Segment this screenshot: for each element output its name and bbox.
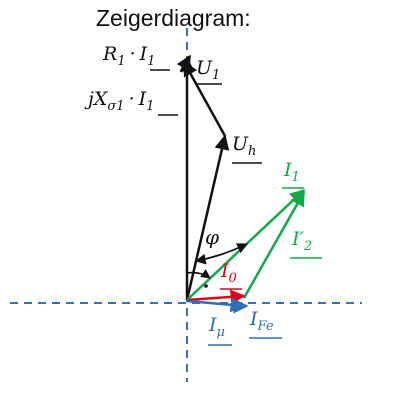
jx-i1-phasor: [182, 60, 227, 137]
svg-text:Uh: Uh: [232, 133, 256, 159]
svg-text:Iμ: Iμ: [208, 314, 225, 340]
jx-i1-label: jXσ1·I1: [84, 88, 178, 116]
r1-i1-label: R1·I1: [102, 43, 170, 71]
svg-text:U1: U1: [196, 57, 220, 83]
i0-label: I0: [220, 260, 242, 290]
svg-text:I1: I1: [283, 159, 300, 185]
uh-label: Uh: [232, 133, 262, 164]
angle-dot: [204, 284, 208, 288]
diagram-title: Zeigerdiagram:: [96, 5, 251, 31]
small-angle-arc: [186, 269, 211, 279]
u1-label: U1: [196, 57, 222, 85]
phi-label: φ: [205, 225, 219, 249]
svg-text:I′2: I′2: [291, 228, 312, 254]
i0-phasor: [186, 289, 246, 305]
svg-text:jXσ1·I1: jXσ1·I1: [84, 88, 154, 114]
phi-angle-arc: [194, 243, 248, 265]
i2-prime-phasor: [242, 190, 306, 299]
ife-label: IFe: [249, 308, 282, 339]
svg-text:IFe: IFe: [249, 308, 274, 334]
svg-text:I0: I0: [220, 260, 237, 286]
svg-text:R1·I1: R1·I1: [102, 43, 155, 69]
i2-prime-label: I′2: [290, 228, 322, 259]
imu-label: Iμ: [208, 314, 232, 346]
i1-label: I1: [282, 159, 304, 189]
r1-i1-phasor: [176, 54, 192, 73]
